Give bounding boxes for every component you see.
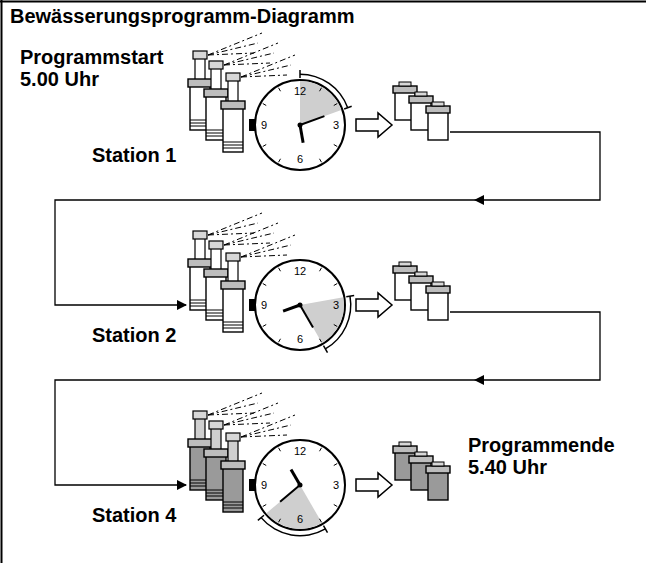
clock-number: 3 — [333, 480, 339, 491]
station-label: Station 1 — [92, 144, 176, 166]
clock-number: 9 — [261, 480, 267, 491]
sprinkler-active — [221, 235, 295, 332]
station-row — [188, 393, 450, 536]
clock-number: 3 — [333, 300, 339, 311]
sprinkler-active — [221, 415, 295, 512]
sequence-arrowhead — [474, 375, 484, 385]
station-row — [188, 213, 450, 353]
frame-line — [1, 0, 3, 563]
sprinkler-retracted — [426, 282, 450, 320]
flow-arrow — [356, 293, 392, 317]
clock-number: 9 — [261, 300, 267, 311]
frame-line — [0, 1, 646, 3]
station-label: Station 2 — [92, 324, 176, 346]
station-label: Programmstart 5.00 Uhr — [20, 46, 180, 90]
sprinkler-retracted — [426, 102, 450, 140]
sprinkler-retracted — [426, 462, 450, 500]
sequence-arrowhead — [474, 195, 484, 205]
flow-arrow — [356, 473, 392, 497]
clock-number: 3 — [333, 120, 339, 131]
flow-arrow — [356, 113, 392, 137]
station-row — [188, 33, 450, 170]
clock-number: 6 — [297, 334, 303, 345]
sprinkler-active — [221, 55, 295, 152]
clock-number: 12 — [294, 86, 306, 97]
timer-clock — [249, 440, 345, 536]
clock-number: 12 — [294, 266, 306, 277]
diagram-title: Bewässerungsprogramm-Diagramm — [10, 5, 355, 27]
timer-clock — [249, 260, 354, 353]
station-label: Station 4 — [92, 504, 176, 526]
station-label: Programmende 5.40 Uhr — [468, 434, 633, 478]
clock-number: 9 — [261, 120, 267, 131]
clock-number: 6 — [297, 514, 303, 525]
clock-number: 6 — [297, 154, 303, 165]
clock-number: 12 — [294, 446, 306, 457]
timer-clock — [249, 70, 352, 170]
